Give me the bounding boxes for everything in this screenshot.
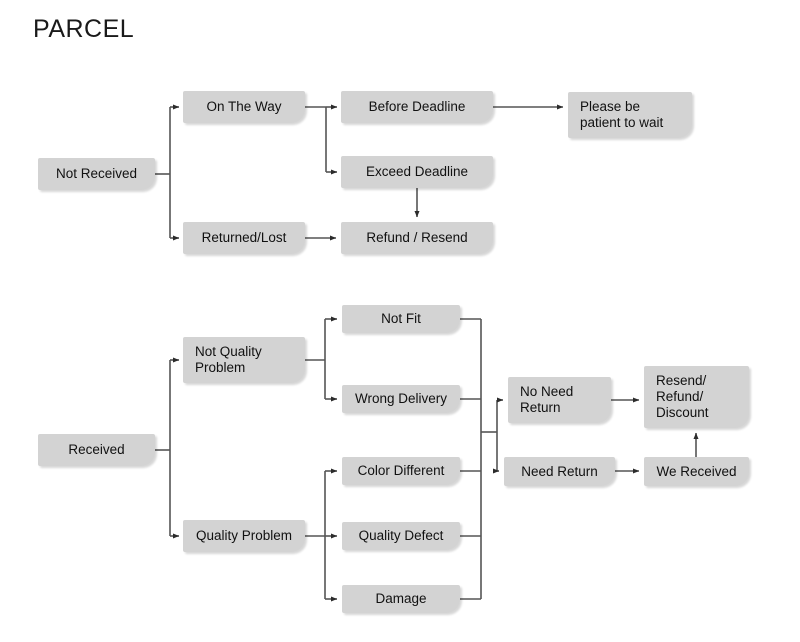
node-not-received[interactable]: Not Received xyxy=(38,158,155,190)
node-no-need-return[interactable]: No Need Return xyxy=(508,377,611,423)
node-on-the-way[interactable]: On The Way xyxy=(183,91,305,123)
node-quality-problem[interactable]: Quality Problem xyxy=(183,520,305,552)
node-before-deadline[interactable]: Before Deadline xyxy=(341,91,493,123)
node-need-return[interactable]: Need Return xyxy=(504,457,615,486)
node-quality-defect[interactable]: Quality Defect xyxy=(342,522,460,550)
node-refund-resend[interactable]: Refund / Resend xyxy=(341,222,493,254)
node-received[interactable]: Received xyxy=(38,434,155,466)
node-returned-lost[interactable]: Returned/Lost xyxy=(183,222,305,254)
node-please-be-patient[interactable]: Please be patient to wait xyxy=(568,92,692,138)
node-resend-refund-discount[interactable]: Resend/ Refund/ Discount xyxy=(644,366,749,428)
node-not-fit[interactable]: Not Fit xyxy=(342,305,460,333)
node-damage[interactable]: Damage xyxy=(342,585,460,613)
page-title: PARCEL xyxy=(33,15,135,43)
node-wrong-delivery[interactable]: Wrong Delivery xyxy=(342,385,460,413)
node-we-received[interactable]: We Received xyxy=(644,457,749,486)
node-exceed-deadline[interactable]: Exceed Deadline xyxy=(341,156,493,188)
node-color-different[interactable]: Color Different xyxy=(342,457,460,485)
node-not-quality[interactable]: Not Quality Problem xyxy=(183,337,305,383)
